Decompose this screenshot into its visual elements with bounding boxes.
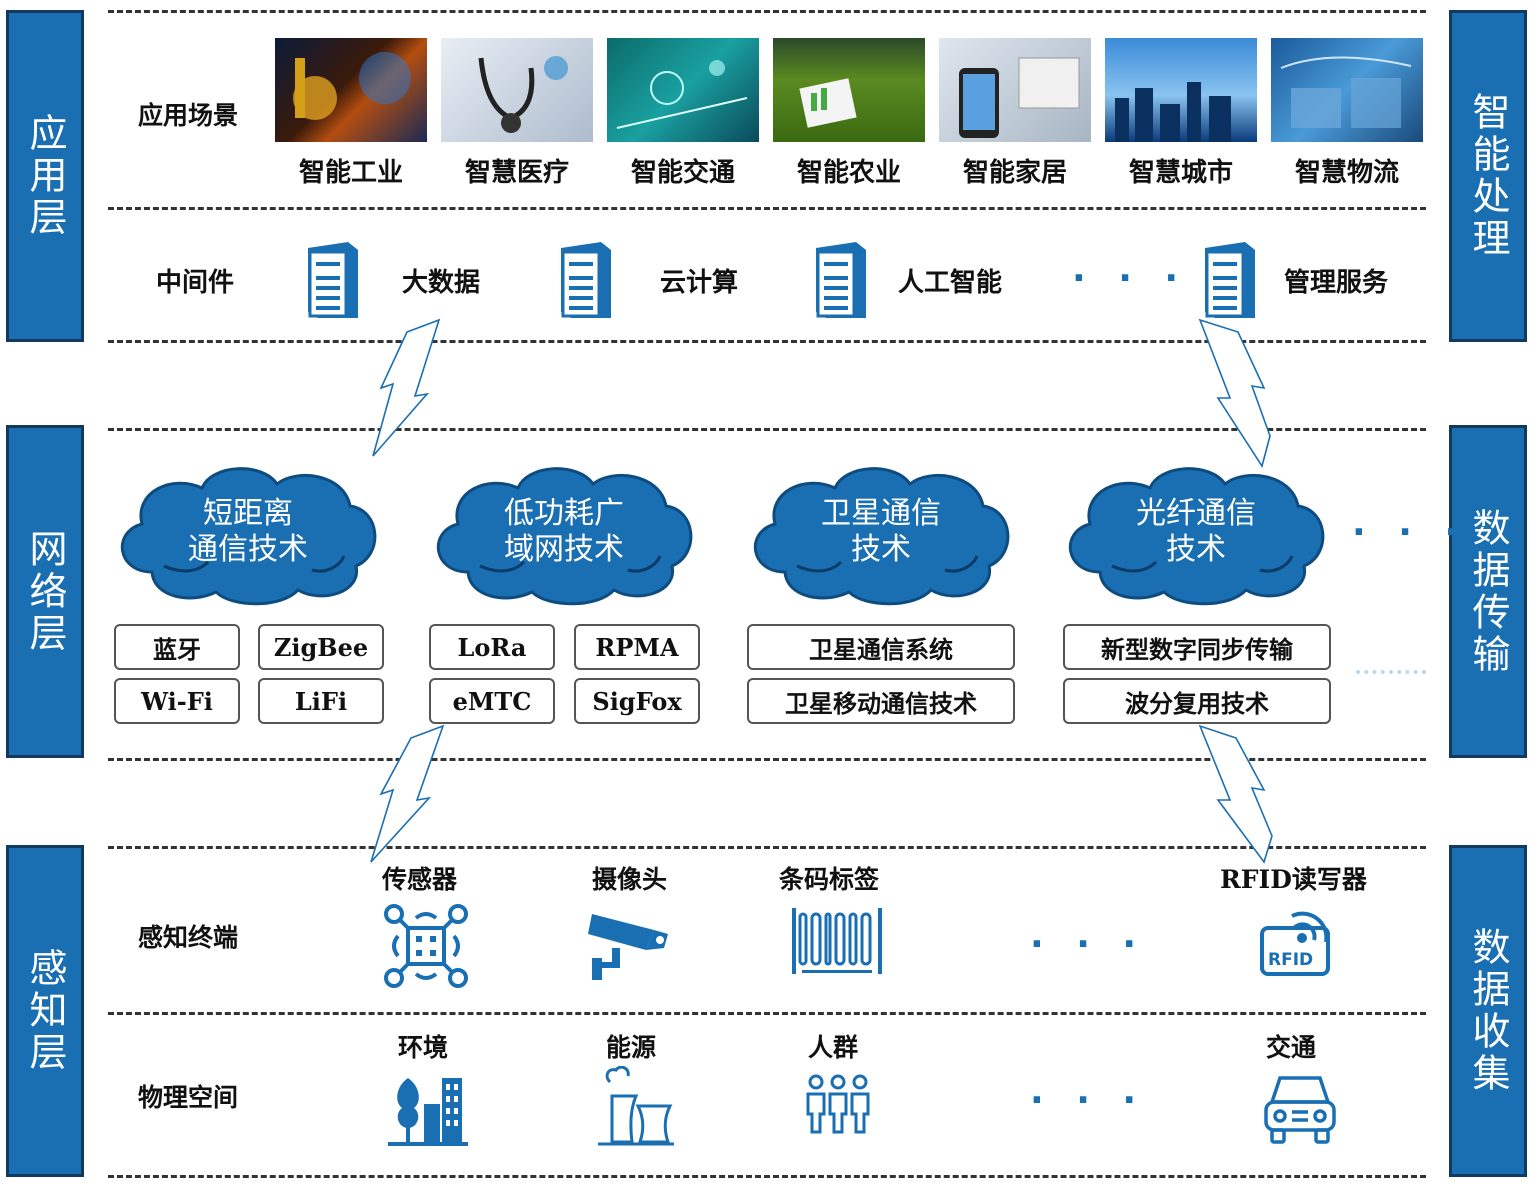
divider [108,758,1426,761]
tech-sigfox: SigFox [574,678,700,724]
layer-label-perception: 感知层 [6,845,84,1177]
environment-icon [388,1078,468,1146]
scene-caption: 智能交通 [630,158,735,188]
industry-photo [275,38,427,142]
middleware-item: 管理服务 [1284,268,1389,298]
tech-lifi: LiFi [258,678,384,724]
cloud-short-range: 短距离通信技术 [112,462,384,608]
tech-lora: LoRa [429,624,555,670]
scene-caption: 智慧物流 [1294,158,1399,188]
layer-label-data-collection: 数据收集 [1449,845,1527,1177]
sensor-icon [384,904,468,988]
cloud-lpwan: 低功耗广域网技术 [428,462,700,608]
agriculture-photo [773,38,925,142]
middleware-item: 云计算 [660,268,739,298]
tech-satellite-mobile: 卫星移动通信技术 [747,678,1015,724]
tech-zigbee: ZigBee [258,624,384,670]
divider [108,340,1426,343]
ellipsis: · · · [1352,512,1469,553]
traffic-photo [607,38,759,142]
server-icon [561,242,611,318]
physical-name: 人群 [808,1033,859,1062]
scene-caption: 智能农业 [796,158,901,188]
wireless-link-icon [370,724,445,863]
ellipsis: · · · [1030,1080,1147,1121]
layer-label-application: 应用层 [6,10,84,342]
server-icon [1205,242,1255,318]
tech-rpma: RPMA [574,624,700,670]
home-photo [939,38,1091,142]
middleware-item: 大数据 [402,268,481,298]
terminal-name: 摄像头 [592,865,668,894]
server-icon [308,242,358,318]
physical-name: 交通 [1266,1033,1317,1062]
divider [108,207,1426,210]
tech-bluetooth: 蓝牙 [114,624,240,670]
layer-label-network: 网络层 [6,425,84,758]
server-icon [816,242,866,318]
cloud-line: 低功耗广 [504,496,624,531]
divider [108,1012,1426,1015]
divider [108,10,1426,13]
energy-icon [598,1066,674,1146]
scene-caption: 智能家居 [962,158,1067,188]
terminal-name: 条码标签 [779,865,880,894]
cloud-line: 短距离 [203,496,293,531]
cloud-line: 技术 [851,532,911,567]
physical-name: 能源 [606,1033,657,1062]
camera-icon [588,914,668,980]
divider [108,428,1426,431]
middleware-item: 人工智能 [898,268,1003,298]
wireless-link-icon [372,318,441,457]
logistics-photo [1271,38,1423,142]
divider [108,1175,1426,1178]
tech-wifi: Wi-Fi [114,678,240,724]
cloud-line: 卫星通信 [821,496,941,531]
physical-label: 物理空间 [138,1083,239,1112]
tech-emtc: eMTC [429,678,555,724]
layer-label-intelligent-processing: 智能处理 [1449,10,1527,342]
ellipsis-faint [1356,670,1426,680]
city-photo [1105,38,1257,142]
rfid-badge-text: RFID [1268,950,1314,970]
crowd-icon [806,1074,870,1134]
scene-caption: 智慧医疗 [464,158,569,188]
cloud-line: 域网技术 [504,532,624,567]
cloud-line: 技术 [1166,532,1226,567]
scenes-label: 应用场景 [138,101,239,130]
tech-digital-sync: 新型数字同步传输 [1063,624,1331,670]
terminal-name: 传感器 [382,865,458,894]
tech-wdm: 波分复用技术 [1063,678,1331,724]
wireless-link-icon [1198,724,1273,864]
layer-label-data-transmission: 数据传输 [1449,425,1527,758]
physical-name: 环境 [398,1033,449,1062]
cloud-fiber: 光纤通信技术 [1060,462,1332,608]
tech-satellite-system: 卫星通信系统 [747,624,1015,670]
barcode-icon [792,908,882,974]
ellipsis: · · · [1072,258,1189,299]
ellipsis: · · · [1030,924,1147,965]
cloud-line: 通信技术 [188,532,308,567]
scene-caption: 智慧城市 [1128,158,1233,188]
wireless-link-icon [1198,318,1271,468]
cloud-satellite: 卫星通信技术 [745,462,1017,608]
medical-photo [441,38,593,142]
cloud-line: 光纤通信 [1136,496,1256,531]
terminals-label: 感知终端 [138,923,239,952]
terminal-name: RFID读写器 [1220,865,1367,894]
car-icon [1264,1076,1336,1144]
divider [108,846,1426,849]
scene-caption: 智能工业 [298,158,403,188]
middleware-label: 中间件 [156,268,235,298]
rfid-reader-icon: RFID [1258,906,1338,978]
